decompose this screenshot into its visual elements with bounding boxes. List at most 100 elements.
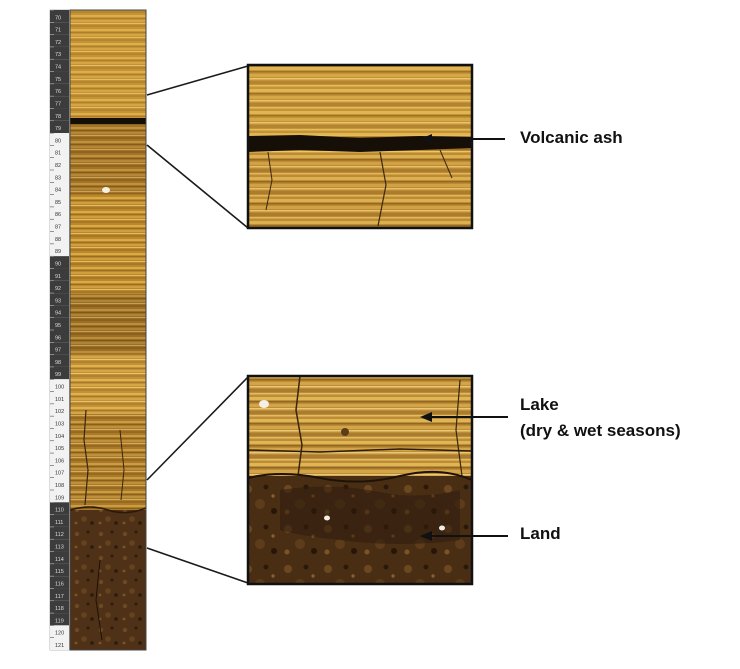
scale-mark-label: 114 [55, 557, 64, 563]
scale-band [50, 490, 69, 503]
scale-mark-label: 79 [55, 126, 61, 132]
scale-band [50, 170, 69, 183]
land-layer-core [70, 510, 146, 650]
scale-mark-label: 111 [55, 520, 63, 526]
label-volcanic-ash: Volcanic ash [520, 128, 623, 147]
scale-mark-label: 104 [55, 434, 64, 440]
scale-mark-label: 106 [55, 458, 64, 464]
depth-scale: 7071727374757677787980818283848586878889… [49, 9, 70, 651]
scale-band [50, 354, 69, 367]
scale-band [50, 293, 69, 306]
scale-mark-label: 101 [55, 397, 64, 403]
scale-mark-label: 96 [55, 335, 61, 341]
scale-mark-label: 93 [55, 298, 61, 304]
scale-mark-label: 112 [55, 532, 64, 538]
scale-mark-label: 70 [55, 15, 61, 21]
scale-mark-label: 103 [55, 421, 64, 427]
ash-layer-core [70, 118, 146, 124]
scale-mark-label: 80 [55, 138, 61, 144]
scale-mark-label: 115 [55, 569, 64, 575]
scale-band [50, 243, 69, 257]
scale-band [50, 379, 69, 392]
scale-band [50, 477, 69, 490]
scale-band [50, 120, 69, 134]
scale-band [50, 71, 69, 84]
scale-band [50, 133, 69, 146]
scale-mark-label: 85 [55, 200, 61, 206]
scale-mark-label: 91 [55, 274, 61, 280]
scale-band [50, 157, 69, 170]
scale-band [50, 391, 69, 404]
scale-mark-label: 109 [55, 495, 64, 501]
scale-mark-label: 97 [55, 348, 61, 354]
scale-mark-label: 120 [55, 631, 64, 637]
scale-band [50, 403, 69, 417]
scale-mark-label: 90 [55, 261, 61, 267]
scale-mark-label: 88 [55, 237, 61, 243]
scale-mark-label: 92 [55, 286, 61, 292]
scale-mark-label: 77 [55, 101, 61, 107]
scale-band [50, 83, 69, 97]
label-land: Land [520, 524, 561, 543]
scale-band [50, 600, 69, 614]
scale-mark-label: 116 [55, 581, 64, 587]
scale-band [50, 613, 69, 626]
scale-mark-label: 107 [55, 471, 64, 477]
scale-band [50, 416, 69, 429]
scale-band [50, 428, 69, 441]
scale-band [50, 317, 69, 330]
scale-mark-label: 108 [55, 483, 64, 489]
scale-band [50, 625, 69, 638]
scale-band [50, 588, 69, 601]
ash-layer-zoom [248, 135, 472, 152]
scale-band [50, 576, 69, 589]
scale-band [50, 231, 69, 244]
scale-mark-label: 95 [55, 323, 61, 329]
scale-mark-label: 94 [55, 311, 61, 317]
scale-band [50, 342, 69, 355]
scale-band [50, 330, 69, 343]
scale-band [50, 453, 69, 466]
scale-mark-label: 84 [55, 188, 61, 194]
scale-mark-label: 86 [55, 212, 61, 218]
label-lake-seasons: (dry & wet seasons) [520, 421, 681, 440]
scale-mark-label: 82 [55, 163, 61, 169]
scale-mark-label: 75 [55, 77, 61, 83]
scale-mark-label: 105 [55, 446, 64, 452]
scale-mark-label: 119 [55, 618, 64, 624]
scale-mark-label: 87 [55, 225, 61, 231]
scale-band [50, 256, 69, 269]
scale-mark-label: 117 [55, 594, 64, 600]
scale-mark-label: 71 [55, 28, 61, 34]
scale-band [50, 526, 69, 540]
scale-band [50, 108, 69, 121]
scale-mark-label: 102 [55, 409, 64, 415]
scale-mark-label: 110 [55, 508, 64, 514]
scale-band [50, 145, 69, 158]
sediment-core [69, 9, 147, 651]
scale-band [50, 551, 69, 564]
scale-mark-label: 73 [55, 52, 61, 58]
scale-band [50, 96, 69, 109]
scale-mark-label: 81 [55, 151, 61, 157]
scale-band [50, 22, 69, 35]
scale-mark-label: 113 [55, 545, 64, 551]
scale-band [50, 366, 69, 380]
label-arrows [420, 134, 508, 541]
scale-band [50, 280, 69, 294]
scale-band [50, 59, 69, 72]
label-lake: Lake [520, 395, 559, 414]
scale-band [50, 268, 69, 281]
scale-mark-label: 98 [55, 360, 61, 366]
scale-band [50, 305, 69, 318]
scale-mark-label: 72 [55, 40, 61, 46]
scale-band [50, 539, 69, 552]
scale-mark-label: 100 [55, 385, 64, 391]
scale-mark-label: 78 [55, 114, 61, 120]
scale-band [50, 465, 69, 478]
scale-band [50, 440, 69, 454]
scale-mark-label: 99 [55, 372, 61, 378]
scale-band [50, 10, 69, 23]
scale-band [50, 194, 69, 207]
scale-band [50, 34, 69, 47]
